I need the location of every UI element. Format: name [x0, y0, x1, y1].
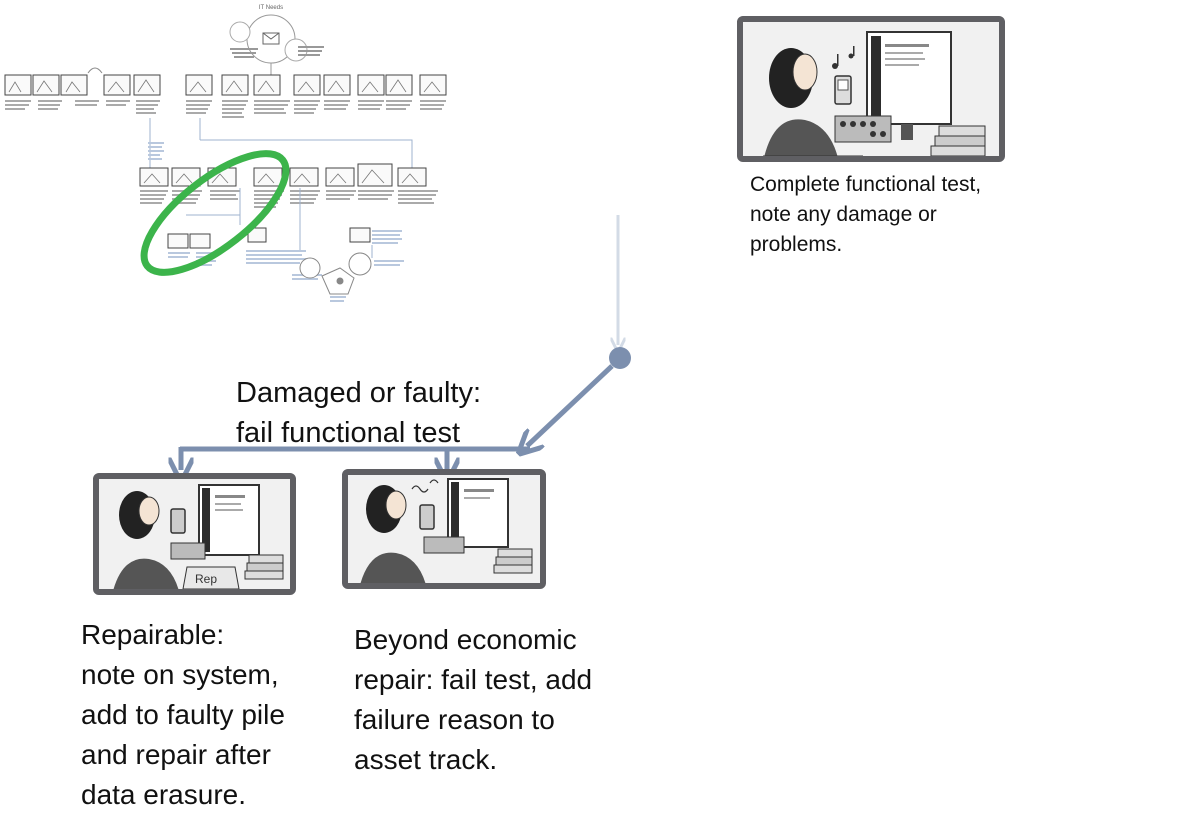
repair-box: Rep [182, 566, 240, 589]
handheld-device-icon [834, 75, 852, 105]
repairable-panel: Rep [93, 473, 296, 595]
middle-row-thumbnails [139, 163, 427, 187]
device-stack-icon [244, 554, 284, 580]
computer-monitor-icon [447, 478, 509, 548]
beyond-repair-illustration [348, 475, 540, 583]
beyond-repair-panel [342, 469, 546, 589]
functional-test-illustration [743, 22, 999, 156]
handheld-device-icon [170, 508, 186, 534]
device-stack-icon [930, 125, 986, 156]
repairable-caption: Repairable: note on system, add to fault… [81, 619, 285, 810]
keypad-icon [170, 542, 206, 560]
repeat-process-cluster [299, 252, 372, 295]
handheld-device-icon [419, 504, 435, 530]
computer-monitor-icon [866, 31, 952, 140]
branch-flow-arrow [527, 364, 614, 446]
keypad-icon [423, 536, 465, 554]
overview-map-graphic: IT Needs [4, 5, 447, 302]
functional-test-caption: Complete functional test, note any damag… [750, 173, 982, 256]
repairable-illustration: Rep [99, 479, 290, 589]
computer-monitor-icon [198, 484, 260, 556]
technician-figure-icon [113, 491, 179, 589]
keypad-icon [834, 115, 892, 143]
highlight-ring-icon [140, 150, 290, 276]
process-overview-map: IT Needs [0, 0, 480, 310]
beyond-repair-caption: Beyond economic repair: fail test, add f… [354, 624, 593, 775]
technician-figure-icon [763, 48, 863, 156]
frustration-squiggle-icon [411, 479, 439, 493]
repair-box-label: Rep [195, 572, 217, 586]
branch-label: Damaged or faulty: fail functional test [236, 377, 482, 449]
junction-node-icon [609, 347, 631, 369]
hub-label: IT Needs [259, 5, 283, 11]
functional-test-panel [737, 16, 1005, 162]
technician-figure-icon [360, 485, 426, 583]
music-note-icon [832, 46, 855, 69]
device-stack-icon [493, 548, 533, 574]
